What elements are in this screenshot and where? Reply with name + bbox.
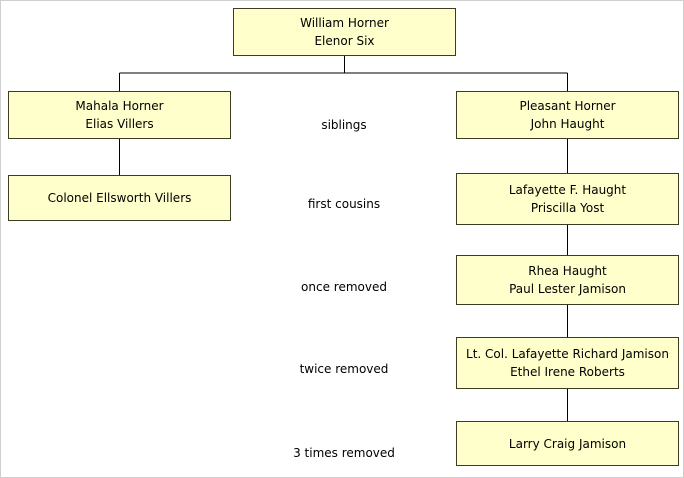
node-mahala-horner: Mahala Horner Elias Villers: [8, 91, 231, 139]
node-william-horner: William Horner Elenor Six: [233, 8, 456, 56]
node-text-line: William Horner: [300, 16, 389, 30]
node-lafayette-richard-jamison: Lt. Col. Lafayette Richard Jamison Ethel…: [456, 337, 679, 389]
node-text-line: Larry Craig Jamison: [508, 436, 627, 451]
relationship-label-first-cousins: first cousins: [307, 197, 381, 211]
relationship-label-siblings: siblings: [321, 118, 367, 132]
node-text-line: Elenor Six: [314, 34, 375, 48]
relationship-label-once-removed: once removed: [301, 280, 387, 294]
node-text-line: Lafayette F. Haught: [508, 183, 627, 197]
node-text-line: Elias Villers: [85, 117, 154, 131]
node-colonel-ellsworth-villers: Colonel Ellsworth Villers: [8, 175, 231, 221]
node-text-line: Rhea Haught: [528, 264, 607, 278]
node-text-line: Colonel Ellsworth Villers: [47, 191, 192, 205]
node-pleasant-horner: Pleasant Horner John Haught: [456, 91, 679, 139]
node-text-line: Ethel Irene Roberts: [510, 365, 625, 379]
node-larry-craig-jamison: Larry Craig Jamison: [456, 421, 679, 466]
node-text-line: Pleasant Horner: [519, 99, 616, 113]
node-text-line: John Haught: [530, 117, 605, 131]
node-rhea-haught: Rhea Haught Paul Lester Jamison: [456, 255, 679, 305]
relationship-label-twice-removed: twice removed: [299, 362, 389, 376]
relationship-label-3-times-removed: 3 times removed: [293, 446, 395, 460]
node-text-line: Lt. Col. Lafayette Richard Jamison: [466, 347, 669, 361]
node-text-line: Mahala Horner: [75, 99, 164, 113]
node-text-line: Paul Lester Jamison: [509, 282, 626, 296]
node-text-line: Priscilla Yost: [530, 201, 605, 215]
node-lafayette-haught: Lafayette F. Haught Priscilla Yost: [456, 173, 679, 225]
